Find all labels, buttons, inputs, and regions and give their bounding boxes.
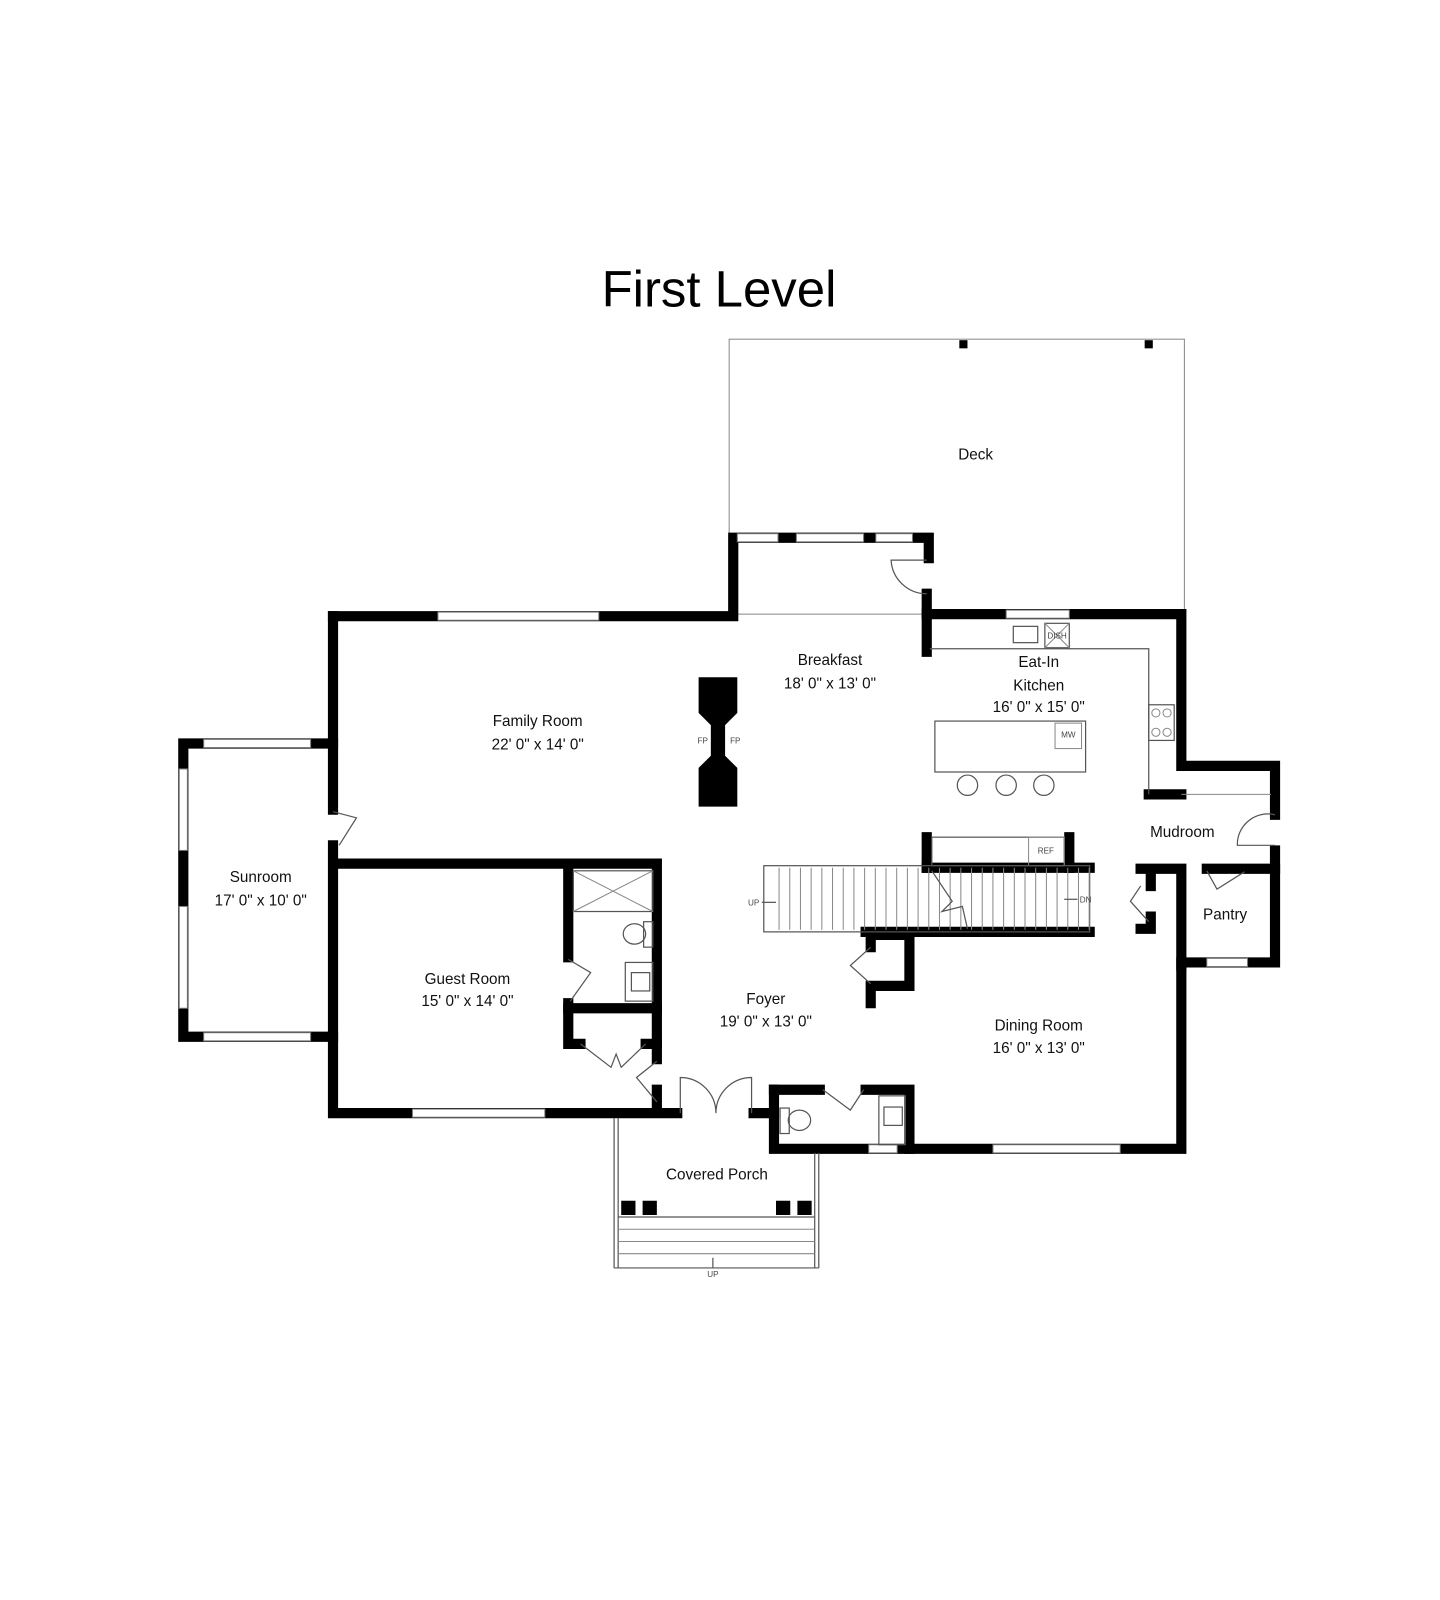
stair-down-label: DN	[1080, 895, 1092, 904]
kitchen-fixtures: DISH MW REF	[929, 622, 1271, 867]
fireplace-label-left: FP	[697, 736, 707, 745]
room-kitchen: Eat-In	[1018, 654, 1059, 671]
stool-icon	[1033, 774, 1055, 797]
windows	[178, 533, 1249, 1154]
microwave-icon	[1054, 722, 1083, 750]
room-breakfast-size: 18' 0" x 13' 0"	[784, 675, 876, 692]
room-family-size: 22' 0" x 14' 0"	[492, 737, 584, 754]
stool-icon	[995, 774, 1017, 797]
stool-icon	[956, 774, 979, 797]
room-kitchen-line2: Kitchen	[1013, 678, 1064, 695]
room-breakfast: Breakfast	[798, 652, 863, 669]
room-foyer-size: 19' 0" x 13' 0"	[720, 1014, 812, 1031]
room-deck: Deck	[958, 446, 993, 463]
room-kitchen-size: 16' 0" x 15' 0"	[993, 699, 1085, 716]
sink-icon	[1012, 625, 1039, 644]
toilet-icon	[787, 1109, 812, 1132]
dishwasher-label: DISH	[1047, 632, 1067, 641]
room-pantry: Pantry	[1203, 907, 1247, 924]
room-guest-size: 15' 0" x 14' 0"	[421, 993, 513, 1010]
room-labels: Deck Breakfast 18' 0" x 13' 0" Eat-In Ki…	[215, 446, 1248, 1183]
plan-title: First Level	[602, 261, 837, 318]
fireplace-label-right: FP	[730, 736, 740, 745]
stair-up-label: UP	[748, 898, 759, 907]
deck	[728, 338, 1185, 615]
kitchen-island	[934, 720, 1087, 773]
room-dining: Dining Room	[995, 1018, 1083, 1035]
fireplace-icon: FP FP	[697, 677, 740, 807]
walls	[178, 532, 1281, 1154]
room-porch: Covered Porch	[666, 1166, 768, 1183]
room-dining-size: 16' 0" x 13' 0"	[993, 1040, 1085, 1057]
bath-fixtures	[572, 870, 906, 1146]
shower-icon	[572, 870, 654, 913]
dishwasher-icon	[1044, 622, 1070, 649]
room-guest: Guest Room	[425, 971, 511, 988]
room-sunroom-size: 17' 0" x 10' 0"	[215, 892, 307, 909]
room-mudroom: Mudroom	[1150, 824, 1214, 841]
toilet-icon	[622, 923, 647, 945]
covered-porch: UP	[613, 1118, 820, 1279]
range-icon	[1148, 704, 1175, 742]
staircase: UP DN	[748, 865, 1092, 933]
doors	[332, 559, 1276, 1114]
sink-icon	[630, 972, 651, 992]
refrigerator-label: REF	[1038, 846, 1054, 855]
room-sunroom: Sunroom	[230, 869, 292, 886]
sink-icon	[883, 1106, 903, 1126]
room-family: Family Room	[493, 713, 583, 730]
microwave-label: MW	[1061, 730, 1076, 739]
room-foyer: Foyer	[746, 991, 785, 1008]
porch-up-label: UP	[707, 1270, 718, 1279]
